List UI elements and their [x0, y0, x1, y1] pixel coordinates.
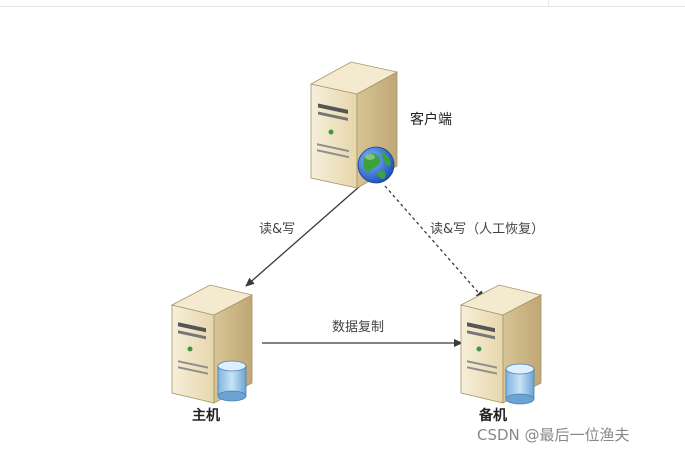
edge-label-client-standby: 读&写（人工恢复）: [430, 222, 544, 237]
globe-icon: [357, 146, 395, 184]
client-label: 客户端: [410, 111, 452, 128]
primary-label: 主机: [192, 407, 220, 424]
edge-client-standby: [384, 185, 485, 300]
top-right-frame: [548, 0, 685, 6]
edge-client-primary: [245, 185, 361, 287]
standby-label: 备机: [478, 407, 507, 424]
primary-database-icon: [217, 360, 247, 402]
standby-database-icon: [505, 363, 535, 405]
edge-label-client-primary: 读&写: [259, 222, 295, 237]
edge-label-primary-standby: 数据复制: [332, 320, 384, 335]
top-divider: [0, 6, 685, 7]
csdn-watermark: CSDN @最后一位渔夫: [477, 426, 630, 444]
